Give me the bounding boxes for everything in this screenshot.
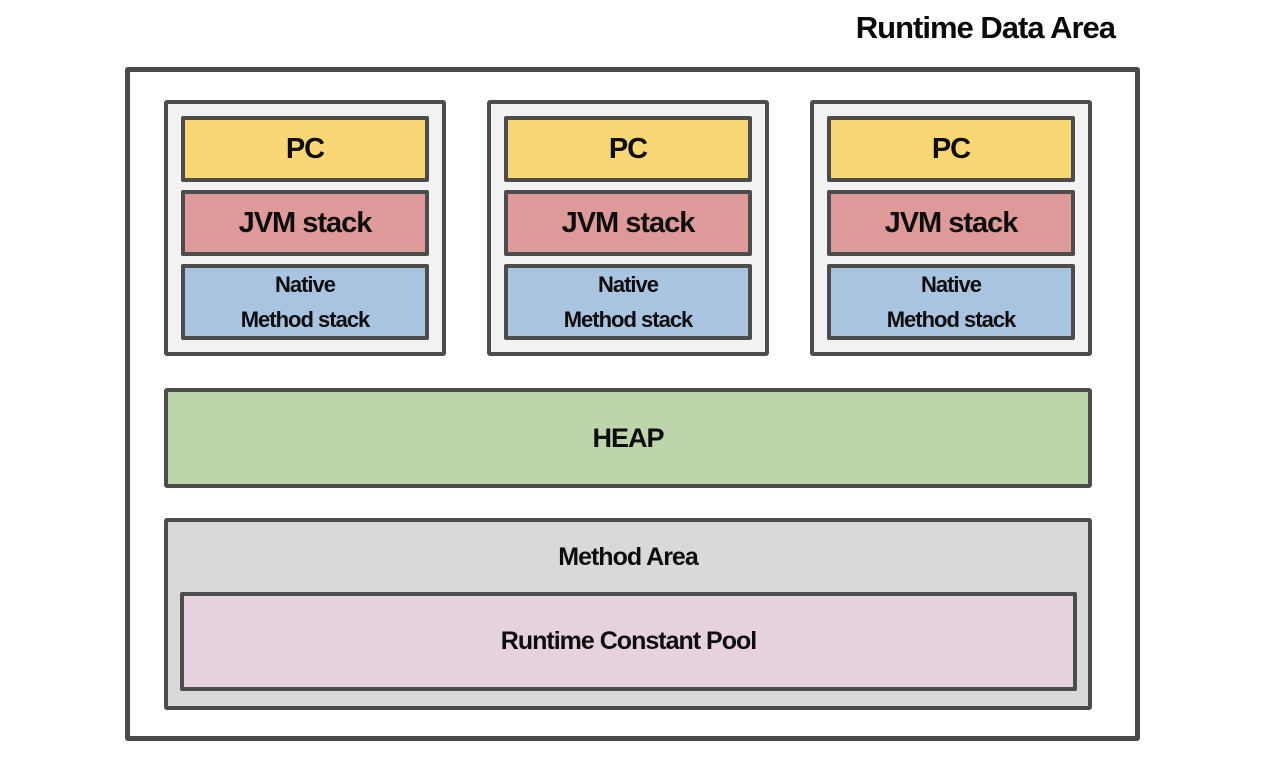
thread-panel-1: PC JVM stack Native Method stack <box>164 100 446 356</box>
native-stack-label-line1: Native <box>597 272 659 297</box>
native-stack-label-line2: Method stack <box>240 307 371 332</box>
pc-register-box: PC <box>827 116 1075 182</box>
jvm-stack-box: JVM stack <box>827 190 1075 256</box>
jvm-stack-box: JVM stack <box>181 190 429 256</box>
heap-box: HEAP <box>164 388 1092 488</box>
runtime-data-area-container: PC JVM stack Native Method stack PC JVM … <box>125 67 1140 741</box>
thread-panel-2: PC JVM stack Native Method stack <box>487 100 769 356</box>
diagram-title: Runtime Data Area <box>855 10 1116 45</box>
native-method-stack-box: Native Method stack <box>181 264 429 340</box>
native-stack-label-line1: Native <box>274 272 336 297</box>
method-area-label: Method Area <box>558 542 698 571</box>
thread-panel-3: PC JVM stack Native Method stack <box>810 100 1092 356</box>
runtime-constant-pool-box: Runtime Constant Pool <box>180 592 1077 691</box>
native-stack-label-line1: Native <box>920 272 982 297</box>
jvm-stack-box: JVM stack <box>504 190 752 256</box>
native-stack-label-line2: Method stack <box>563 307 694 332</box>
native-method-stack-box: Native Method stack <box>827 264 1075 340</box>
native-method-stack-box: Native Method stack <box>504 264 752 340</box>
pc-register-box: PC <box>504 116 752 182</box>
pc-register-box: PC <box>181 116 429 182</box>
native-stack-label-line2: Method stack <box>886 307 1017 332</box>
method-area-box: Method Area Runtime Constant Pool <box>164 518 1092 710</box>
